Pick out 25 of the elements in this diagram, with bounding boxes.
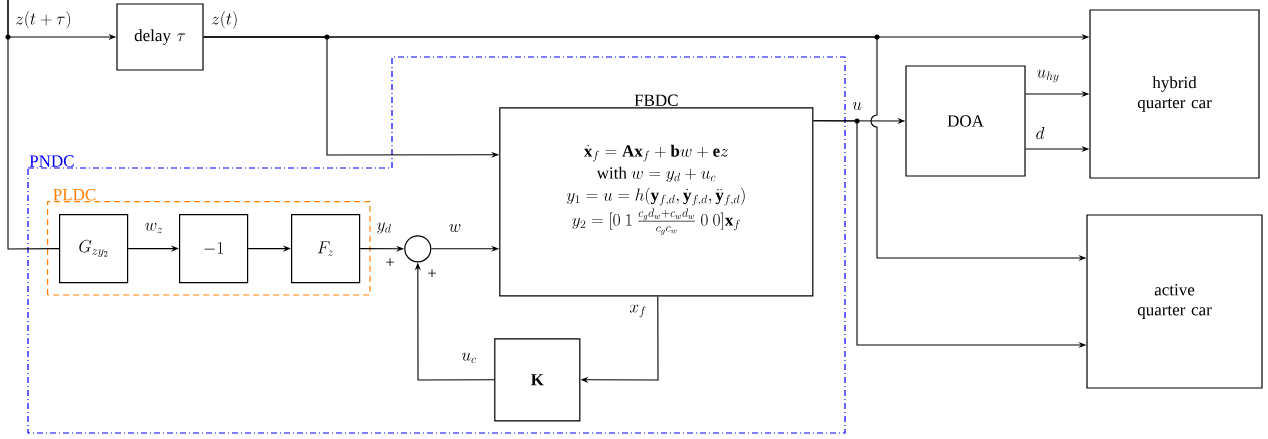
edge-label: $z(t+\tau)$: [14, 10, 73, 30]
edge-label: $u_{hy}$: [1035, 68, 1061, 84]
node-label: PLDC: [53, 188, 96, 201]
actuator-block: DOA: [905, 65, 1026, 177]
vehicle-block: hybrid quarter car: [1089, 9, 1260, 179]
edge-label: $z(t)$: [210, 10, 240, 30]
delay-block: $\text{delay }\tau$: [116, 3, 204, 71]
node-label: FBDC: [634, 94, 678, 106]
connector-line: [7, 0, 60, 250]
edge-label: $y_d$: [375, 221, 393, 235]
filter-block: $F_z$: [291, 214, 361, 284]
sign-label: +: [428, 269, 436, 278]
sign-label: +: [386, 258, 394, 267]
edge-label: $u$: [851, 101, 863, 111]
gain-block: $\mathbf{K}$: [494, 338, 581, 422]
summing-junction: [404, 235, 432, 263]
gain-block: $-1$: [179, 214, 249, 284]
controller-block: FBDC $\dot{\mathbf{x}}_f=\mathbf{A}\mathbf{x}_f+\mathbf{b}w+\mathbf{e}z$ $\text{with } w=y_d+u_c$ $y_1=u=h(\mathbf{y}_{f,d},\dot{\mathbf{y}}_{f,d},\ddot{\mathbf{y}}_{f,d})$ $y_2=[0\ 1\ \frac{c_gd_w+c_wd_w}{c_gc_w}\ 0\ 0]\mathbf{x}_f$: [499, 94, 814, 297]
transfer-block: $G_{zy_2}$: [59, 214, 129, 284]
edge-label: $w$: [447, 223, 463, 233]
edge-label: $x_f$: [628, 303, 648, 319]
edge-label: $w_z$: [143, 222, 165, 234]
edge-label: $d$: [1034, 126, 1046, 140]
vehicle-block: active quarter car: [1086, 214, 1263, 389]
edge-label: $u_c$: [460, 352, 478, 364]
